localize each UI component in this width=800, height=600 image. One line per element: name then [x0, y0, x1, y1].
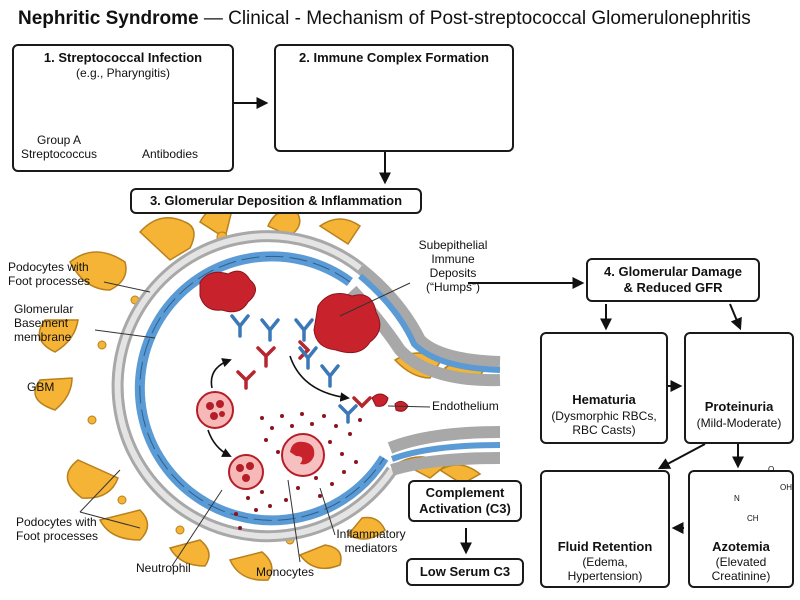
- fluid-retention-line2: Hypertension): [567, 569, 643, 583]
- fluid-retention-line1: (Edema,: [582, 555, 628, 569]
- azotemia-line1: (Elevated: [715, 555, 767, 569]
- molecule-atom-o: O: [768, 465, 775, 474]
- label-gbm-line3: membrane: [14, 330, 72, 344]
- label-neutrophil: Neutrophil: [136, 561, 191, 575]
- arrow-proteinuria-to-fluid: [657, 443, 706, 470]
- neutrophil-cells: [196, 391, 264, 490]
- complement-line1: Complement: [425, 485, 505, 500]
- low-c3-label: Low Serum C3: [419, 564, 511, 579]
- glomerular-tubes: [347, 263, 501, 476]
- label-podocytes-top-line2: Foot processes: [8, 274, 91, 288]
- label-deposits-line1: Subepithelial: [418, 238, 488, 252]
- fluid-retention-box: [540, 470, 670, 588]
- label-podocytes-top-line1: Podocytes with: [8, 260, 89, 274]
- proteinuria-title: Proteinuria: [704, 399, 774, 414]
- arrow-antibody-to-humps: [289, 355, 350, 402]
- step1-box: [12, 44, 234, 172]
- fluid-retention-title: Fluid Retention: [557, 539, 653, 554]
- hematuria-title: Hematuria: [572, 392, 636, 407]
- azotemia-box: [688, 470, 794, 588]
- step2-title: 2. Immune Complex Formation: [299, 50, 489, 65]
- hematuria-line1: (Dysmorphic RBCs,: [551, 409, 657, 423]
- step4-box: [586, 258, 760, 302]
- inflammatory-mediator-dots: [234, 412, 362, 530]
- azotemia-title: Azotemia: [712, 539, 770, 554]
- page-title: Nephritic Syndrome — Clinical - Mechanis…: [18, 8, 751, 30]
- molecule-atom-ch: CH: [747, 514, 759, 523]
- arrow-neutrophil-down: [207, 429, 232, 457]
- bacteria-label-line2: Streptococcus: [20, 147, 98, 161]
- hematuria-box: [540, 332, 668, 444]
- step2-box: [274, 44, 514, 152]
- step4-line2: & Reduced GFR: [623, 280, 723, 295]
- label-gbm-line1: Glomerular: [14, 302, 74, 316]
- label-inflammatory-line1: Inflammatory: [336, 527, 406, 541]
- page-title-rest: — Clinical - Mechanism of Post-streptoco…: [198, 8, 751, 29]
- label-gbm-line2: Basement: [14, 316, 69, 330]
- proteinuria-line1: (Mild-Moderate): [696, 416, 782, 430]
- complement-line2: Activation (C3): [419, 501, 511, 516]
- arrow-neutrophil-up: [210, 358, 232, 389]
- label-podocytes-bottom-line1: Podocytes with: [16, 515, 97, 529]
- glomerulus-illustration: [34, 206, 501, 581]
- capillary-antibodies: [230, 314, 372, 424]
- low-c3-box: [406, 558, 524, 586]
- hematuria-line2: RBC Casts): [572, 423, 636, 437]
- complement-box: [408, 480, 522, 522]
- step4-line1: 4. Glomerular Damage: [604, 264, 742, 279]
- bacteria-label-line1: Group A: [36, 133, 82, 147]
- antibodies-label: Antibodies: [141, 147, 199, 161]
- label-deposits-line4: (“Humps”): [426, 280, 480, 294]
- molecule-atom-n: N: [734, 494, 740, 503]
- label-deposits-line3: Deposits: [429, 266, 477, 280]
- label-podocytes-bottom-line2: Foot processes: [16, 529, 99, 543]
- label-monocytes: Monocytes: [256, 565, 315, 579]
- step1-title: 1. Streptococcal Infection: [43, 50, 203, 65]
- arrow-step4-to-proteinuria: [729, 303, 742, 331]
- label-endothelium: Endothelium: [432, 399, 499, 413]
- step1-subtitle: (e.g., Pharyngitis): [75, 66, 171, 80]
- label-gbm-short: GBM: [27, 380, 55, 394]
- page-title-bold: Nephritic Syndrome: [18, 8, 199, 29]
- label-inflammatory-line2: mediators: [344, 541, 398, 555]
- molecule-atom-oh: OH: [780, 483, 792, 492]
- step3-box: [130, 188, 422, 214]
- label-deposits-line2: Immune: [431, 252, 475, 266]
- azotemia-line2: Creatinine): [711, 569, 771, 583]
- step3-title: 3. Glomerular Deposition & Inflammation: [149, 193, 403, 208]
- proteinuria-box: [684, 332, 794, 444]
- monocyte-cell: [281, 433, 325, 477]
